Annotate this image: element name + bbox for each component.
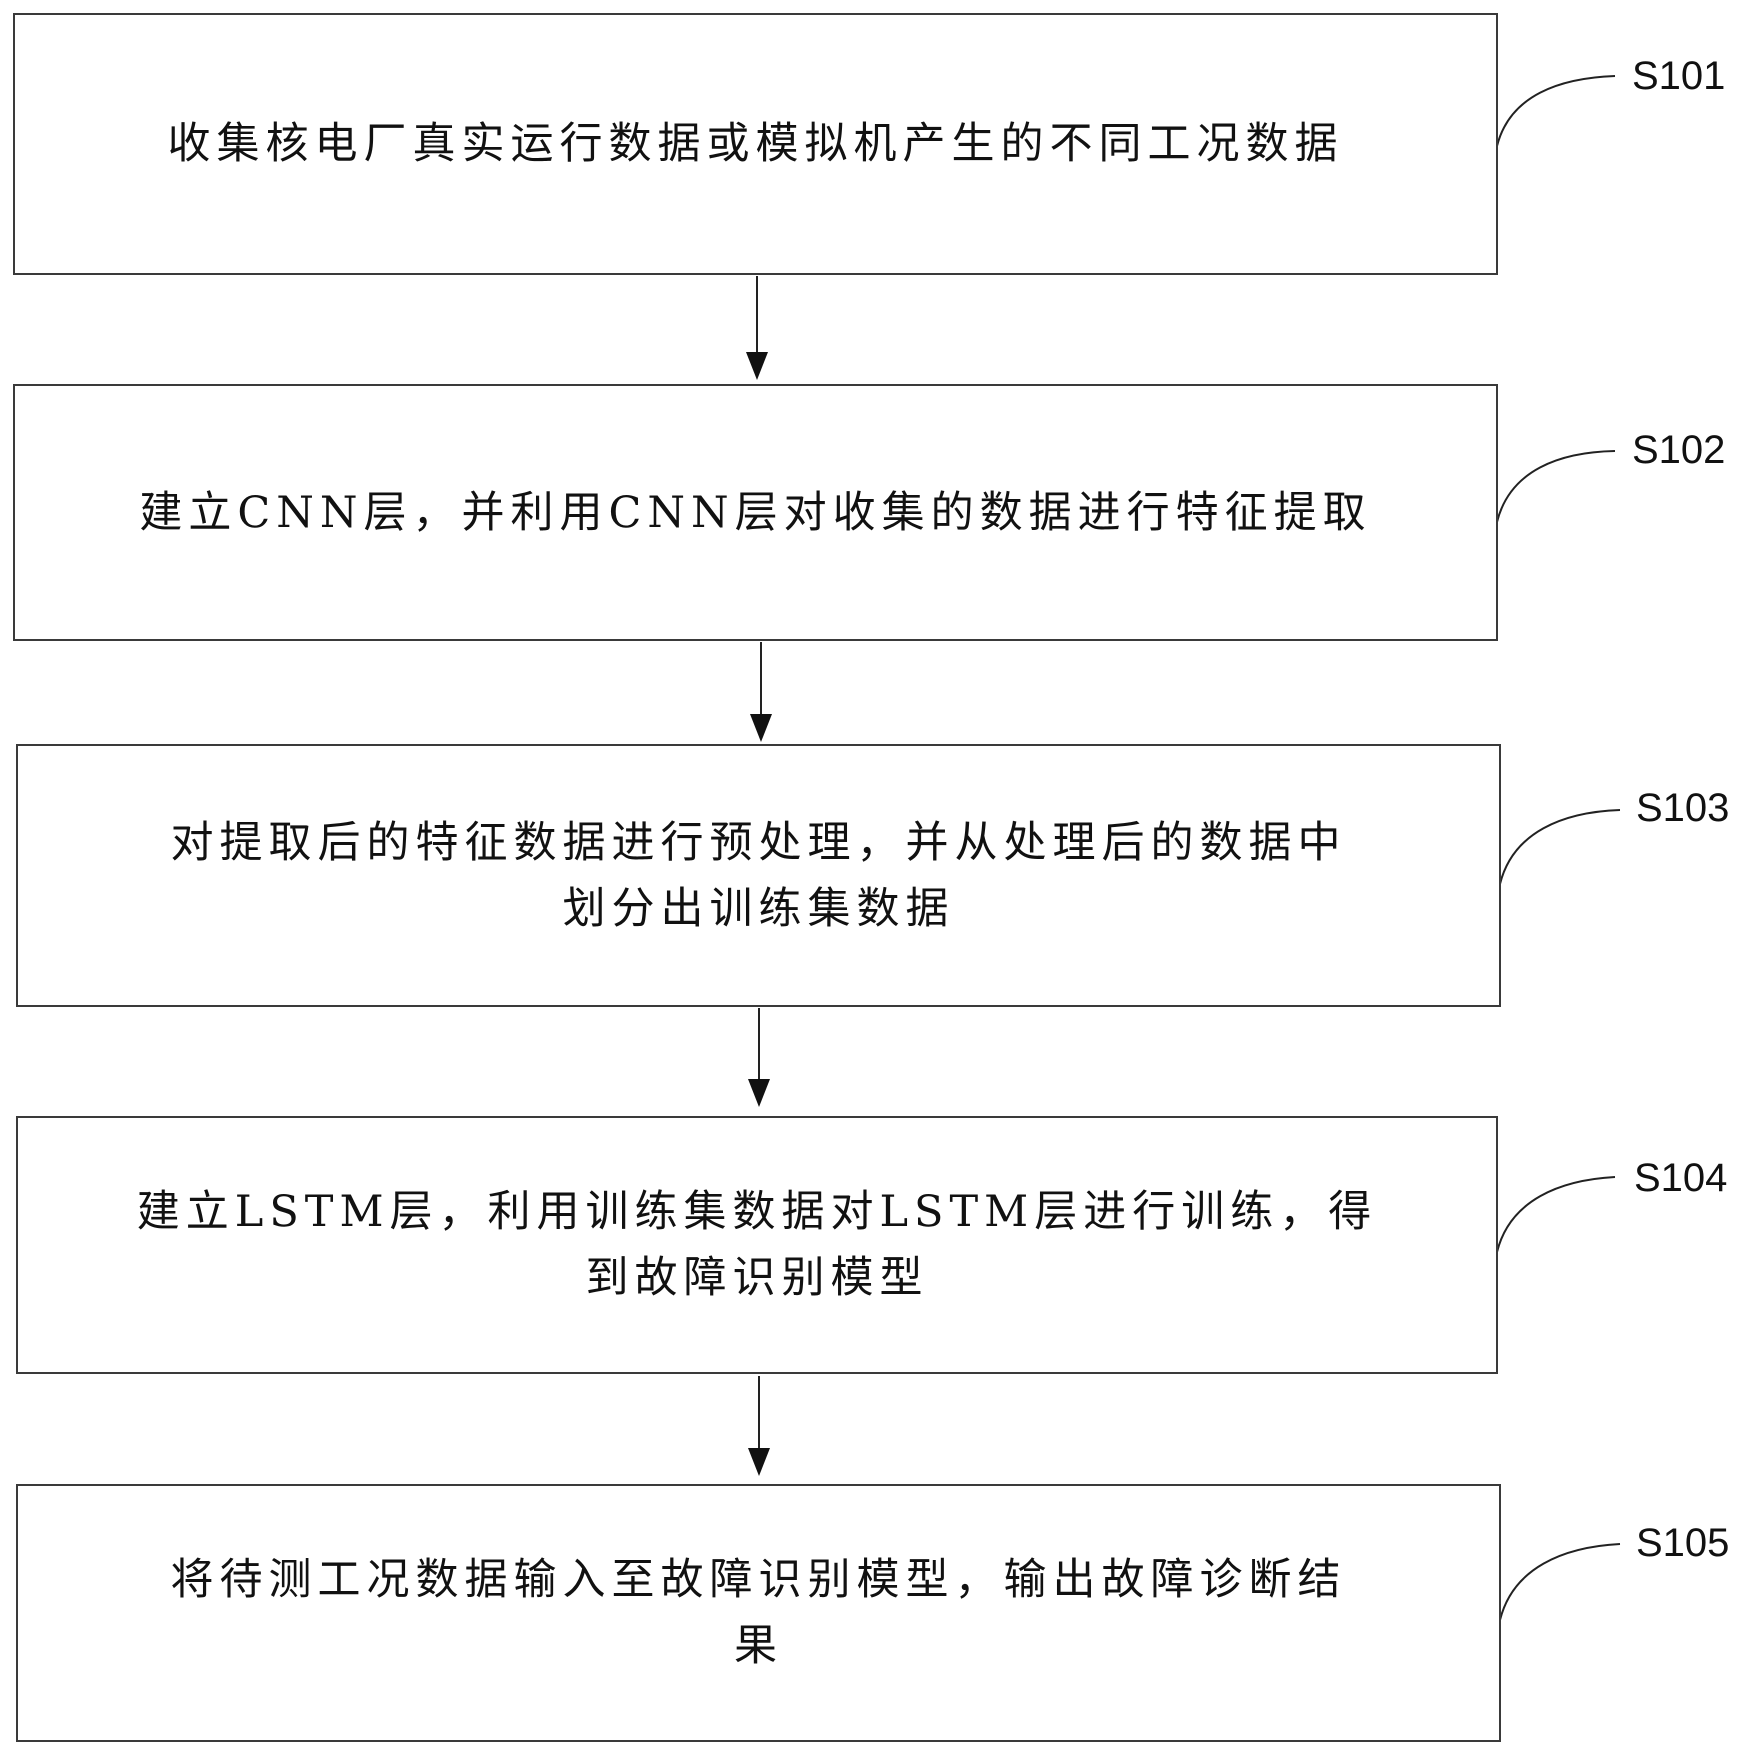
step-text-s104: 建立LSTM层，利用训练集数据对LSTM层进行训练，得 到故障识别模型 (136, 1187, 1378, 1303)
step-box-s101: 收集核电厂真实运行数据或模拟机产生的不同工况数据 (13, 13, 1498, 275)
step-label-s104: S104 (1634, 1156, 1728, 1200)
step-label-s102: S102 (1632, 428, 1726, 472)
step-box-s105: 将待测工况数据输入至故障识别模型，输出故障诊断结 果 (16, 1484, 1501, 1742)
leader-curve-s103 (1499, 809, 1621, 885)
step-text-s102: 建立CNN层，并利用CNN层对收集的数据进行特征提取 (139, 487, 1372, 538)
arrow-s101-to-s102 (746, 276, 768, 380)
step-box-s104: 建立LSTM层，利用训练集数据对LSTM层进行训练，得 到故障识别模型 (16, 1116, 1498, 1374)
step-label-s101: S101 (1632, 54, 1726, 98)
step-text-s105: 将待测工况数据输入至故障识别模型，输出故障诊断结 果 (170, 1555, 1347, 1671)
arrow-s103-to-s104 (748, 1008, 770, 1107)
step-box-s102: 建立CNN层，并利用CNN层对收集的数据进行特征提取 (13, 384, 1498, 641)
step-text-s103: 对提取后的特征数据进行预处理，并从处理后的数据中 划分出训练集数据 (170, 817, 1347, 934)
leader-curve-s104 (1496, 1176, 1616, 1253)
step-label-s103: S103 (1636, 786, 1730, 830)
step-label-s105: S105 (1636, 1521, 1730, 1565)
leader-curve-s102 (1496, 450, 1616, 523)
arrow-s102-to-s103 (750, 642, 772, 742)
step-box-s103: 对提取后的特征数据进行预处理，并从处理后的数据中 划分出训练集数据 (16, 744, 1501, 1007)
leader-curve-s101 (1496, 75, 1616, 147)
leader-curve-s105 (1499, 1543, 1621, 1621)
step-text-s101: 收集核电厂真实运行数据或模拟机产生的不同工况数据 (167, 119, 1344, 169)
arrow-s104-to-s105 (748, 1376, 770, 1476)
